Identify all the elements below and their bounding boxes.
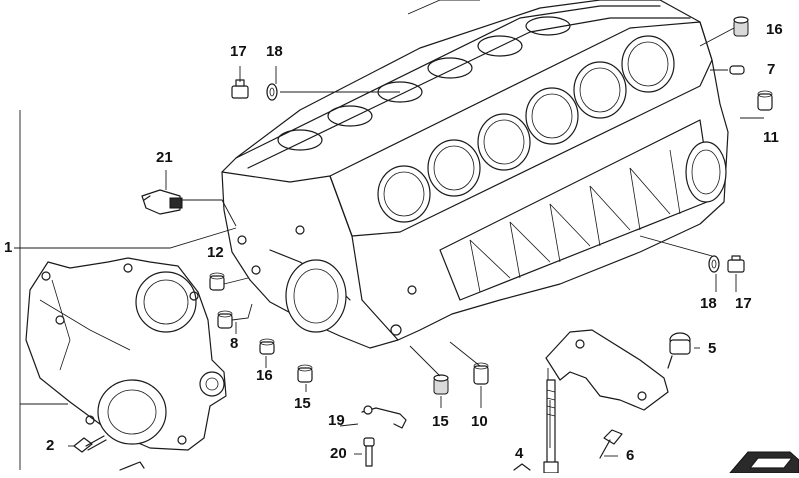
callout-18-top: 18 — [266, 43, 283, 60]
callout-10: 10 — [471, 413, 488, 430]
sleeve-12 — [209, 272, 225, 291]
callout-21: 21 — [156, 149, 173, 166]
lower-cylinder-bores — [377, 35, 675, 223]
sleeve-8 — [217, 310, 233, 329]
callout-20: 20 — [330, 445, 347, 462]
washer-18-top — [266, 83, 278, 101]
temperature-sensor-21 — [141, 189, 183, 215]
bolt-bottom-left — [119, 461, 145, 471]
dowel-7 — [729, 65, 745, 75]
callout-16-top: 16 — [766, 21, 783, 38]
callout-19: 19 — [328, 412, 345, 429]
bolt-2 — [73, 435, 107, 453]
sleeve-15-middle — [433, 374, 449, 395]
callout-18-right: 18 — [700, 295, 717, 312]
callout-1: 1 — [4, 239, 13, 256]
plug-17-top — [231, 79, 249, 99]
main-bearing-bolt-4 — [543, 379, 559, 474]
leader-lines — [14, 0, 764, 470]
callout-17-top: 17 — [230, 43, 247, 60]
callout-5: 5 — [708, 340, 717, 357]
sleeve-11 — [757, 90, 773, 111]
cap-16-top — [733, 16, 749, 37]
main-bearing-cap — [545, 329, 669, 411]
sleeve-15-left — [297, 364, 313, 383]
engine-block — [221, 0, 729, 349]
screw-20 — [363, 437, 375, 467]
callout-11: 11 — [763, 129, 779, 146]
callout-8: 8 — [230, 335, 239, 352]
corner-arrow-icon — [728, 451, 799, 474]
plug-17-right — [727, 255, 745, 273]
upper-cylinder-bores — [277, 16, 571, 151]
callout-4: 4 — [515, 445, 524, 462]
callout-6: 6 — [626, 447, 635, 464]
washer-18-right — [708, 255, 720, 273]
sleeve-10 — [473, 362, 489, 385]
cap-16-lower — [259, 338, 275, 355]
timing-cover — [25, 257, 227, 451]
clip-19 — [361, 405, 407, 429]
callout-7: 7 — [767, 61, 776, 78]
tip-bottom-mid — [513, 463, 531, 471]
bolt-5 — [667, 332, 691, 369]
callout-16-lower: 16 — [256, 367, 273, 384]
callout-15-left: 15 — [294, 395, 311, 412]
callout-17-right: 17 — [735, 295, 752, 312]
callout-2: 2 — [46, 437, 55, 454]
front-crank-bore — [285, 259, 347, 333]
bolt-6 — [599, 429, 623, 459]
callout-12: 12 — [207, 244, 224, 261]
callout-15-middle: 15 — [432, 413, 449, 430]
